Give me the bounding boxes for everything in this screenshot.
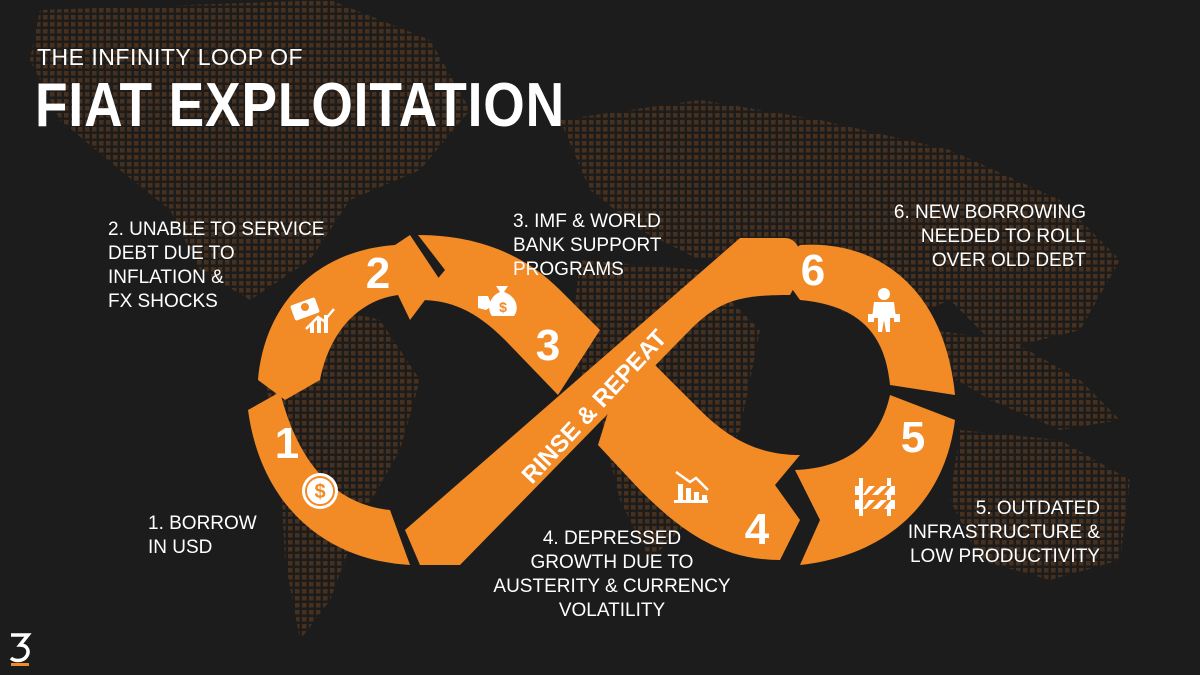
svg-text:$: $ (314, 481, 325, 503)
brand-logo (9, 633, 32, 666)
step-5-number: 5 (901, 413, 925, 462)
step-1-label: 1. BORROW IN USD (148, 513, 257, 558)
loop-segment-6 (775, 244, 955, 395)
step-4-number: 4 (745, 505, 770, 554)
declining-chart-icon (674, 470, 709, 503)
loop-segment-2 (258, 235, 440, 400)
empty-pockets-icon (868, 288, 900, 332)
road-barrier-icon (855, 478, 895, 516)
step-4-label: 4. DEPRESSED GROWTH DUE TO AUSTERITY & C… (493, 528, 731, 621)
dollar-coin-icon: $ (302, 473, 338, 509)
map-north-america (30, 0, 470, 300)
step-5-label: 5. OUTDATED INFRASTRUCTURE & LOW PRODUCT… (907, 498, 1100, 567)
map-australia (950, 430, 1130, 580)
step-6-number: 6 (801, 246, 825, 295)
money-bag-hand-icon: $ (478, 286, 517, 316)
step-2-number: 2 (366, 249, 390, 298)
step-6-label: 6. NEW BORROWING NEEDED TO ROLL OVER OLD… (893, 202, 1086, 271)
page-title: FIAT EXPLOITATION (35, 71, 566, 140)
money-chart-icon (290, 297, 335, 333)
loop-segment-5 (795, 395, 955, 565)
loop-center-band (405, 238, 802, 565)
step-2-label: 2. UNABLE TO SERVICE DEBT DUE TO INFLATI… (108, 219, 325, 312)
step-1-number: 1 (275, 419, 299, 468)
step-3-label: 3. IMF & WORLD BANK SUPPORT PROGRAMS (513, 211, 662, 280)
svg-text:$: $ (499, 299, 507, 315)
loop-segment-4 (598, 360, 800, 560)
map-eurasia (560, 100, 1120, 350)
loop-segment-1 (248, 392, 410, 565)
page-subtitle: THE INFINITY LOOP OF (37, 44, 304, 70)
map-se-asia (930, 330, 1120, 430)
step-3-number: 3 (536, 321, 560, 370)
